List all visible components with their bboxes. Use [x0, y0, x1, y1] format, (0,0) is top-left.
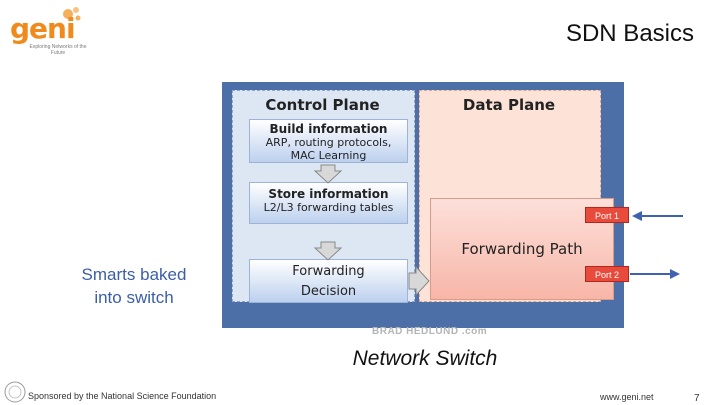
forwarding-decision-line: Decision — [300, 284, 357, 299]
data-plane-title: Data Plane — [462, 96, 556, 114]
build-information-heading: Build information — [269, 122, 388, 136]
site-url: www.geni.net — [600, 392, 654, 402]
down-arrow-icon — [313, 164, 343, 184]
down-arrow-icon — [313, 241, 343, 261]
logo-wordmark: geni — [10, 12, 76, 45]
forwarding-decision-line: Forwarding — [292, 264, 365, 279]
nsf-logo-icon — [4, 381, 26, 403]
right-arrow-icon — [408, 265, 430, 297]
network-switch-caption: Network Switch — [352, 347, 498, 370]
slide-title: SDN Basics — [565, 20, 694, 47]
store-information-heading: Store information — [268, 187, 389, 201]
build-information-line: MAC Learning — [290, 149, 367, 162]
logo-tagline: Exploring Networks of the Future — [29, 44, 87, 56]
diagram-credit: BRAD HEDLUND .com — [372, 326, 488, 337]
store-information-box: Store information L2/L3 forwarding table… — [249, 182, 408, 224]
control-plane-title: Control Plane — [265, 96, 380, 114]
store-information-line: L2/L3 forwarding tables — [263, 201, 394, 214]
build-information-box: Build information ARP, routing protocols… — [249, 119, 408, 163]
build-information-line: ARP, routing protocols, — [265, 136, 392, 149]
page-number: 7 — [694, 393, 700, 404]
forwarding-path-label: Forwarding Path — [461, 240, 583, 258]
port-2-badge: Port 2 — [585, 266, 629, 282]
sponsor-text: Sponsored by the National Science Founda… — [28, 391, 217, 401]
geni-logo-icon — [63, 7, 81, 21]
forwarding-path-box — [430, 198, 614, 300]
port-1-badge: Port 1 — [585, 207, 629, 223]
smarts-caption: Smarts baked into switch — [81, 265, 187, 307]
